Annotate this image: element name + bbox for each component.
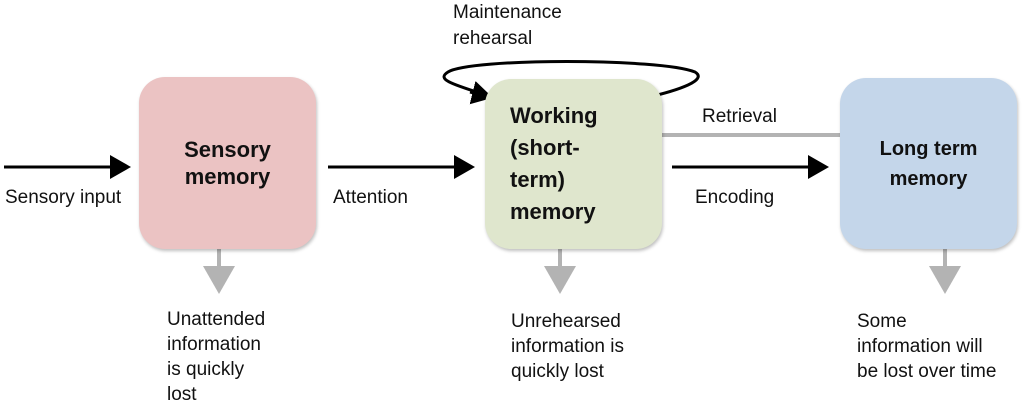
long-term-box-line2: memory [889,167,968,190]
working-loss-note: Unrehearsed information is quickly lost [511,309,624,384]
note-line: be lost over time [857,361,997,382]
note-line: is quickly [167,359,245,380]
sensory-box-line1: Sensory [184,137,271,162]
working-box-line3: term) [510,167,566,192]
long-term-box-line1: Long term [879,137,978,160]
long-term-loss-note: Some information will be lost over time [857,309,996,384]
attention-label: Attention [333,187,408,208]
encoding-label: Encoding [695,187,775,208]
sensory-memory-box: Sensory memory [139,77,316,249]
maintenance-label-line2: rehearsal [453,28,533,49]
maintenance-rehearsal-label: Maintenance rehearsal [453,0,562,52]
note-line: information will [857,336,983,357]
working-box-line4: memory [510,199,596,224]
sensory-box-line2: memory [184,164,271,189]
note-line: information [167,334,261,355]
working-box-line2: (short- [510,135,580,160]
note-line: lost [167,384,197,405]
note-line: information is [511,336,624,357]
long-term-memory-box: Long term memory [840,78,1017,249]
note-line: Unrehearsed [511,311,621,332]
working-memory-box: Working (short- term) memory [485,79,662,249]
note-line: Unattended [167,309,266,330]
note-line: quickly lost [511,361,604,382]
retrieval-label: Retrieval [702,106,777,127]
sensory-input-label: Sensory input [5,187,122,208]
maintenance-label-line1: Maintenance [453,2,562,23]
note-line: Some [857,311,907,332]
working-box-line1: Working [510,103,598,128]
maintenance-rehearsal-loop [442,60,700,100]
sensory-loss-note: Unattended information is quickly lost [167,307,265,407]
